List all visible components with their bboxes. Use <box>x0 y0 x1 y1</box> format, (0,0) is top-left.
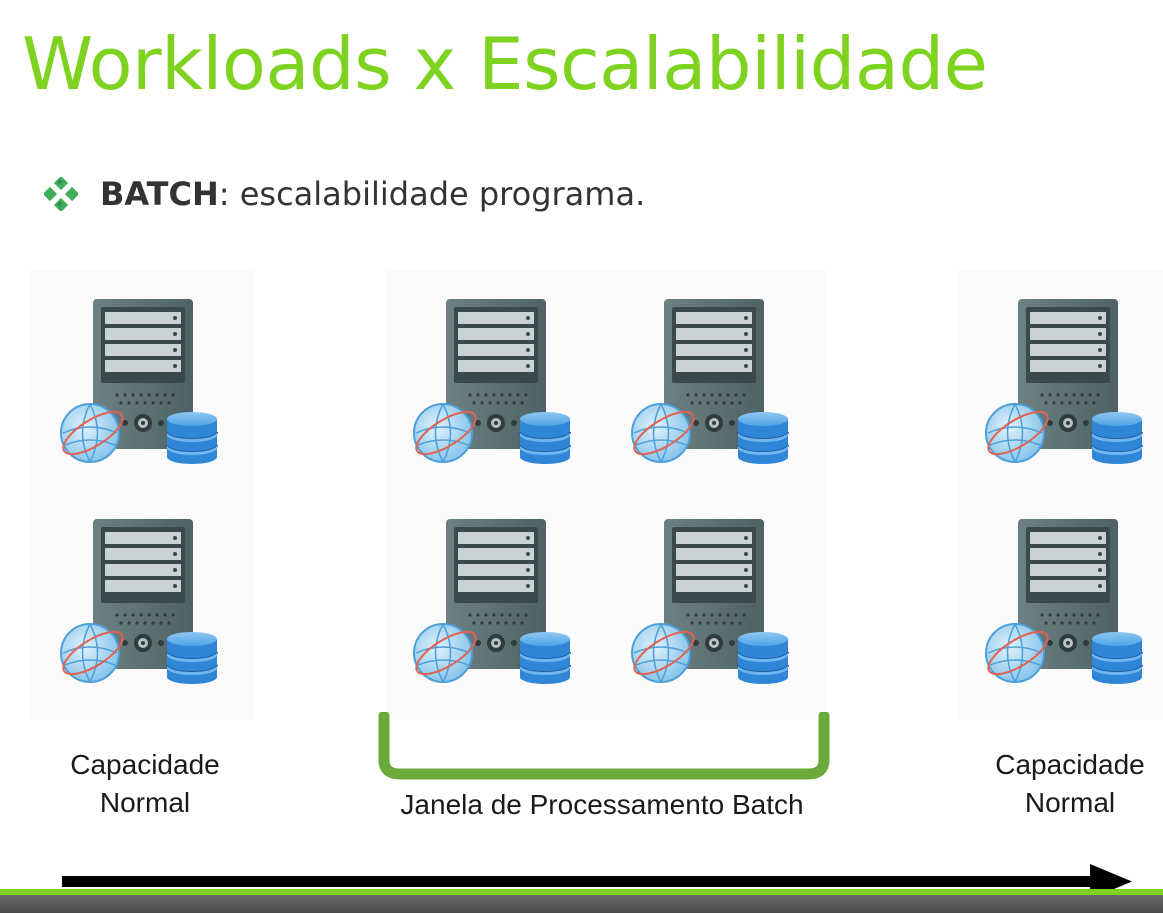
server-globe-database-icon <box>55 295 220 470</box>
server-globe-database-icon <box>55 515 220 690</box>
bullet-description: : escalabilidade programa. <box>218 175 646 213</box>
batch-window-bracket <box>378 712 830 780</box>
server-globe-database-icon <box>626 295 791 470</box>
bullet-point: BATCH: escalabilidade programa. <box>44 170 645 218</box>
footer-bar <box>0 895 1163 913</box>
caption-batch-window: Janela de Processamento Batch <box>400 789 804 820</box>
caption-line: Capacidade <box>70 749 220 780</box>
slide-title: Workloads x Escalabilidade <box>22 22 988 106</box>
server-globe-database-icon <box>408 515 573 690</box>
caption-line: Capacidade <box>995 749 1145 780</box>
caption-normal-right: Capacidade Normal <box>965 746 1163 822</box>
footer-accent-bar <box>0 889 1163 895</box>
bullet-text: BATCH: escalabilidade programa. <box>100 175 645 213</box>
caption-line: Normal <box>99 787 191 818</box>
server-globe-database-icon <box>980 295 1145 470</box>
bullet-bold-label: BATCH <box>100 175 219 213</box>
server-globe-database-icon <box>626 515 791 690</box>
caption-normal-left: Capacidade Normal <box>40 746 250 822</box>
server-globe-database-icon <box>980 515 1145 690</box>
diamond-cluster-icon <box>44 177 78 211</box>
server-globe-database-icon <box>408 295 573 470</box>
caption-line: Normal <box>1024 787 1116 818</box>
